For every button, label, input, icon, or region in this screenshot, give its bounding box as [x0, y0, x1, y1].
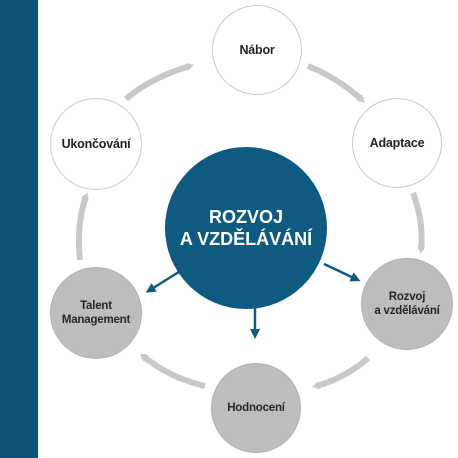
- left-accent-bar: [0, 0, 38, 458]
- node-ukoncovani-label: Ukončování: [61, 136, 131, 151]
- node-nabor-label: Nábor: [239, 42, 275, 57]
- node-adaptace-label: Adaptace: [369, 135, 425, 150]
- node-talent-line2: Management: [61, 314, 131, 326]
- node-adaptace: Adaptace: [352, 98, 442, 188]
- center-arrow-to-talent: [145, 268, 183, 293]
- node-talent-management: Talent Management: [50, 267, 142, 359]
- center-circle-rozvoj: ROZVOJ A VZDĚLÁVÁNÍ: [165, 147, 327, 309]
- node-talent-line1: Talent: [80, 300, 112, 312]
- cycle-arrow-adaptace-to-rozvoj: [410, 191, 426, 254]
- center-label-line1: ROZVOJ: [208, 207, 283, 227]
- cycle-arrow-ukoncovani-to-nabor: [124, 63, 194, 102]
- center-label-line2: A VZDĚLÁVÁNÍ: [179, 229, 313, 249]
- cycle-arrow-rozvoj-to-hodnoceni: [312, 355, 371, 389]
- node-nabor: Nábor: [212, 5, 302, 95]
- node-rozvoj-a-vzdelavani: Rozvoj a vzdělávání: [361, 258, 453, 350]
- node-rozvoj-line2: a vzdělávání: [374, 305, 440, 317]
- center-arrow-to-rozvoj: [323, 262, 361, 282]
- cycle-arrow-talent-to-ukoncovani: [75, 192, 89, 261]
- cycle-arrow-nabor-to-adaptace: [306, 63, 365, 103]
- node-rozvoj-line1: Rozvoj: [388, 291, 426, 303]
- cycle-arrow-hodnoceni-to-talent: [139, 353, 206, 389]
- node-hodnoceni-label: Hodnocení: [227, 402, 285, 414]
- node-ukoncovani: Ukončování: [50, 98, 142, 190]
- node-hodnoceni: Hodnocení: [211, 363, 301, 453]
